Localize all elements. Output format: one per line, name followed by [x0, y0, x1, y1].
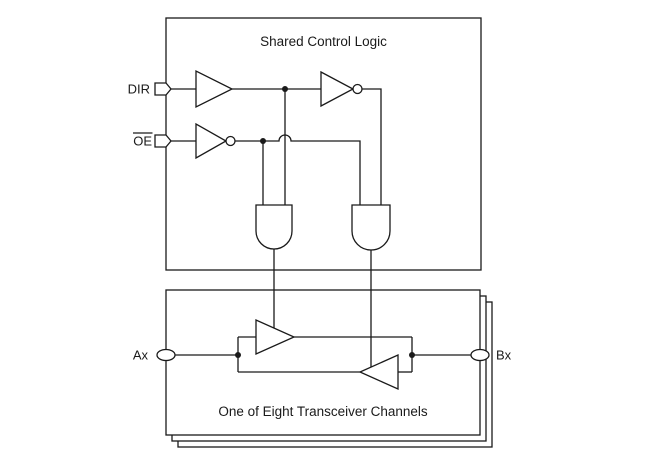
- transceiver-channel-box: [165, 289, 481, 436]
- inverter-triangle: [195, 122, 228, 160]
- right-and-gate: [351, 204, 391, 251]
- ax-label: Ax: [133, 348, 149, 363]
- junction-dot: [235, 352, 241, 358]
- junction-dot: [409, 352, 415, 358]
- channel-wires: [175, 336, 471, 373]
- wire-dir-inverter-to-right-and: [362, 88, 382, 205]
- dir-buffer-gate: [195, 69, 234, 109]
- b-to-a-buffer: [358, 353, 399, 391]
- shared-control-logic-title: Shared Control Logic: [260, 34, 387, 49]
- dir-inverter-gate: [320, 70, 363, 108]
- dir-pin: [154, 82, 172, 96]
- bx-pin: [470, 348, 490, 362]
- oe-label: OE: [133, 134, 152, 149]
- junction-dot: [282, 86, 288, 92]
- junction-dot: [260, 138, 266, 144]
- left-and-gate: [255, 204, 293, 250]
- transceiver-channel-title: One of Eight Transceiver Channels: [218, 404, 428, 419]
- dir-label: DIR: [128, 82, 150, 97]
- oe-pin: [154, 134, 172, 148]
- oe-inverter-gate: [195, 122, 236, 160]
- bx-label: Bx: [496, 348, 512, 363]
- wire-oe-to-right-and-with-hop: [235, 134, 361, 205]
- inverter-bubble: [352, 83, 363, 95]
- transceiver-channel-stack: [165, 289, 493, 448]
- ax-pin: [156, 348, 176, 362]
- inverter-triangle: [320, 70, 355, 108]
- inverter-bubble: [225, 135, 236, 147]
- control-wires: [171, 88, 382, 367]
- a-to-b-buffer: [255, 318, 296, 356]
